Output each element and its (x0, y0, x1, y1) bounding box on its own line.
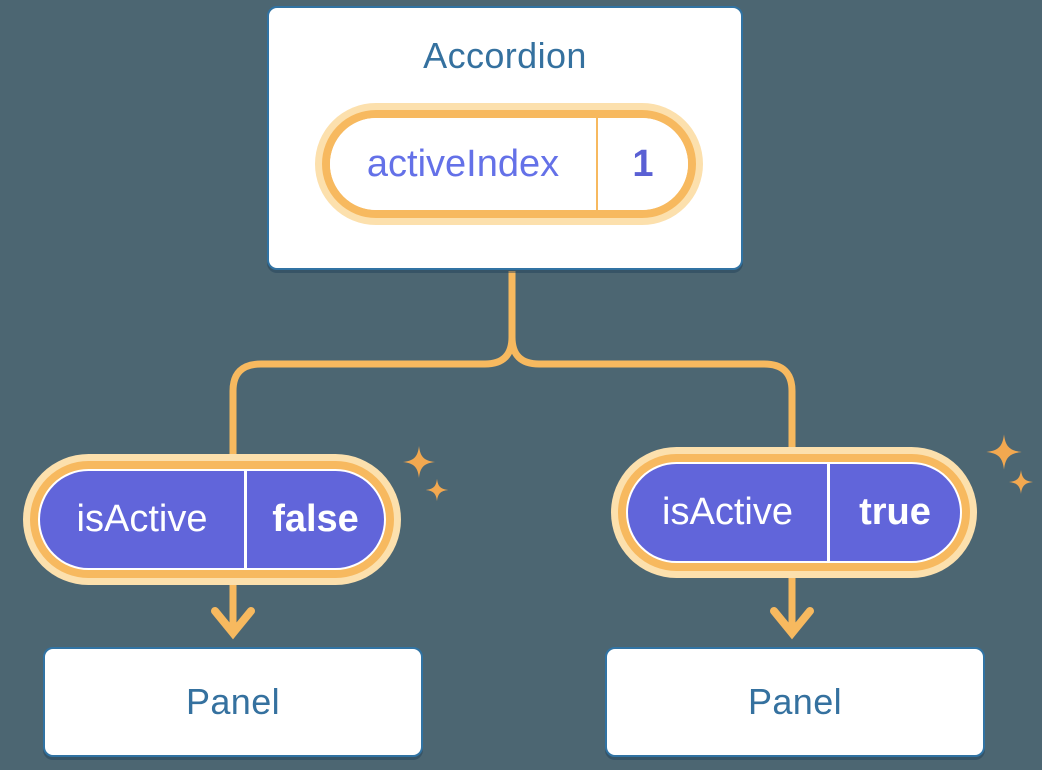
connector-fork-right (508, 271, 796, 452)
state-value: 1 (632, 142, 654, 185)
sparkle-icon (425, 478, 449, 502)
prop-name: isActive (40, 471, 247, 568)
state-pill: activeIndex 1 (322, 110, 696, 218)
connector-fork-left (229, 271, 516, 459)
prop-pill-false-body: isActive false (40, 471, 384, 568)
prop-pill-false: isActive false (30, 461, 394, 578)
panel-title: Panel (747, 681, 843, 722)
arrow-left-head-icon (211, 607, 255, 640)
state-name: activeIndex (330, 118, 598, 210)
prop-value: true (859, 491, 931, 533)
accordion-title: Accordion (423, 35, 587, 76)
sparkle-icon (1009, 470, 1033, 494)
state-pill-body: activeIndex 1 (330, 118, 688, 210)
prop-name: isActive (628, 464, 830, 561)
panel-card-right: Panel (605, 647, 985, 757)
prop-pill-true: isActive true (618, 454, 970, 571)
prop-pill-true-body: isActive true (628, 464, 960, 561)
prop-value: false (272, 498, 359, 540)
panel-card-left: Panel (43, 647, 423, 757)
arrow-right-head-icon (770, 607, 814, 640)
sparkle-icon (986, 434, 1022, 470)
panel-title: Panel (185, 681, 281, 722)
sparkle-icon (403, 446, 435, 478)
